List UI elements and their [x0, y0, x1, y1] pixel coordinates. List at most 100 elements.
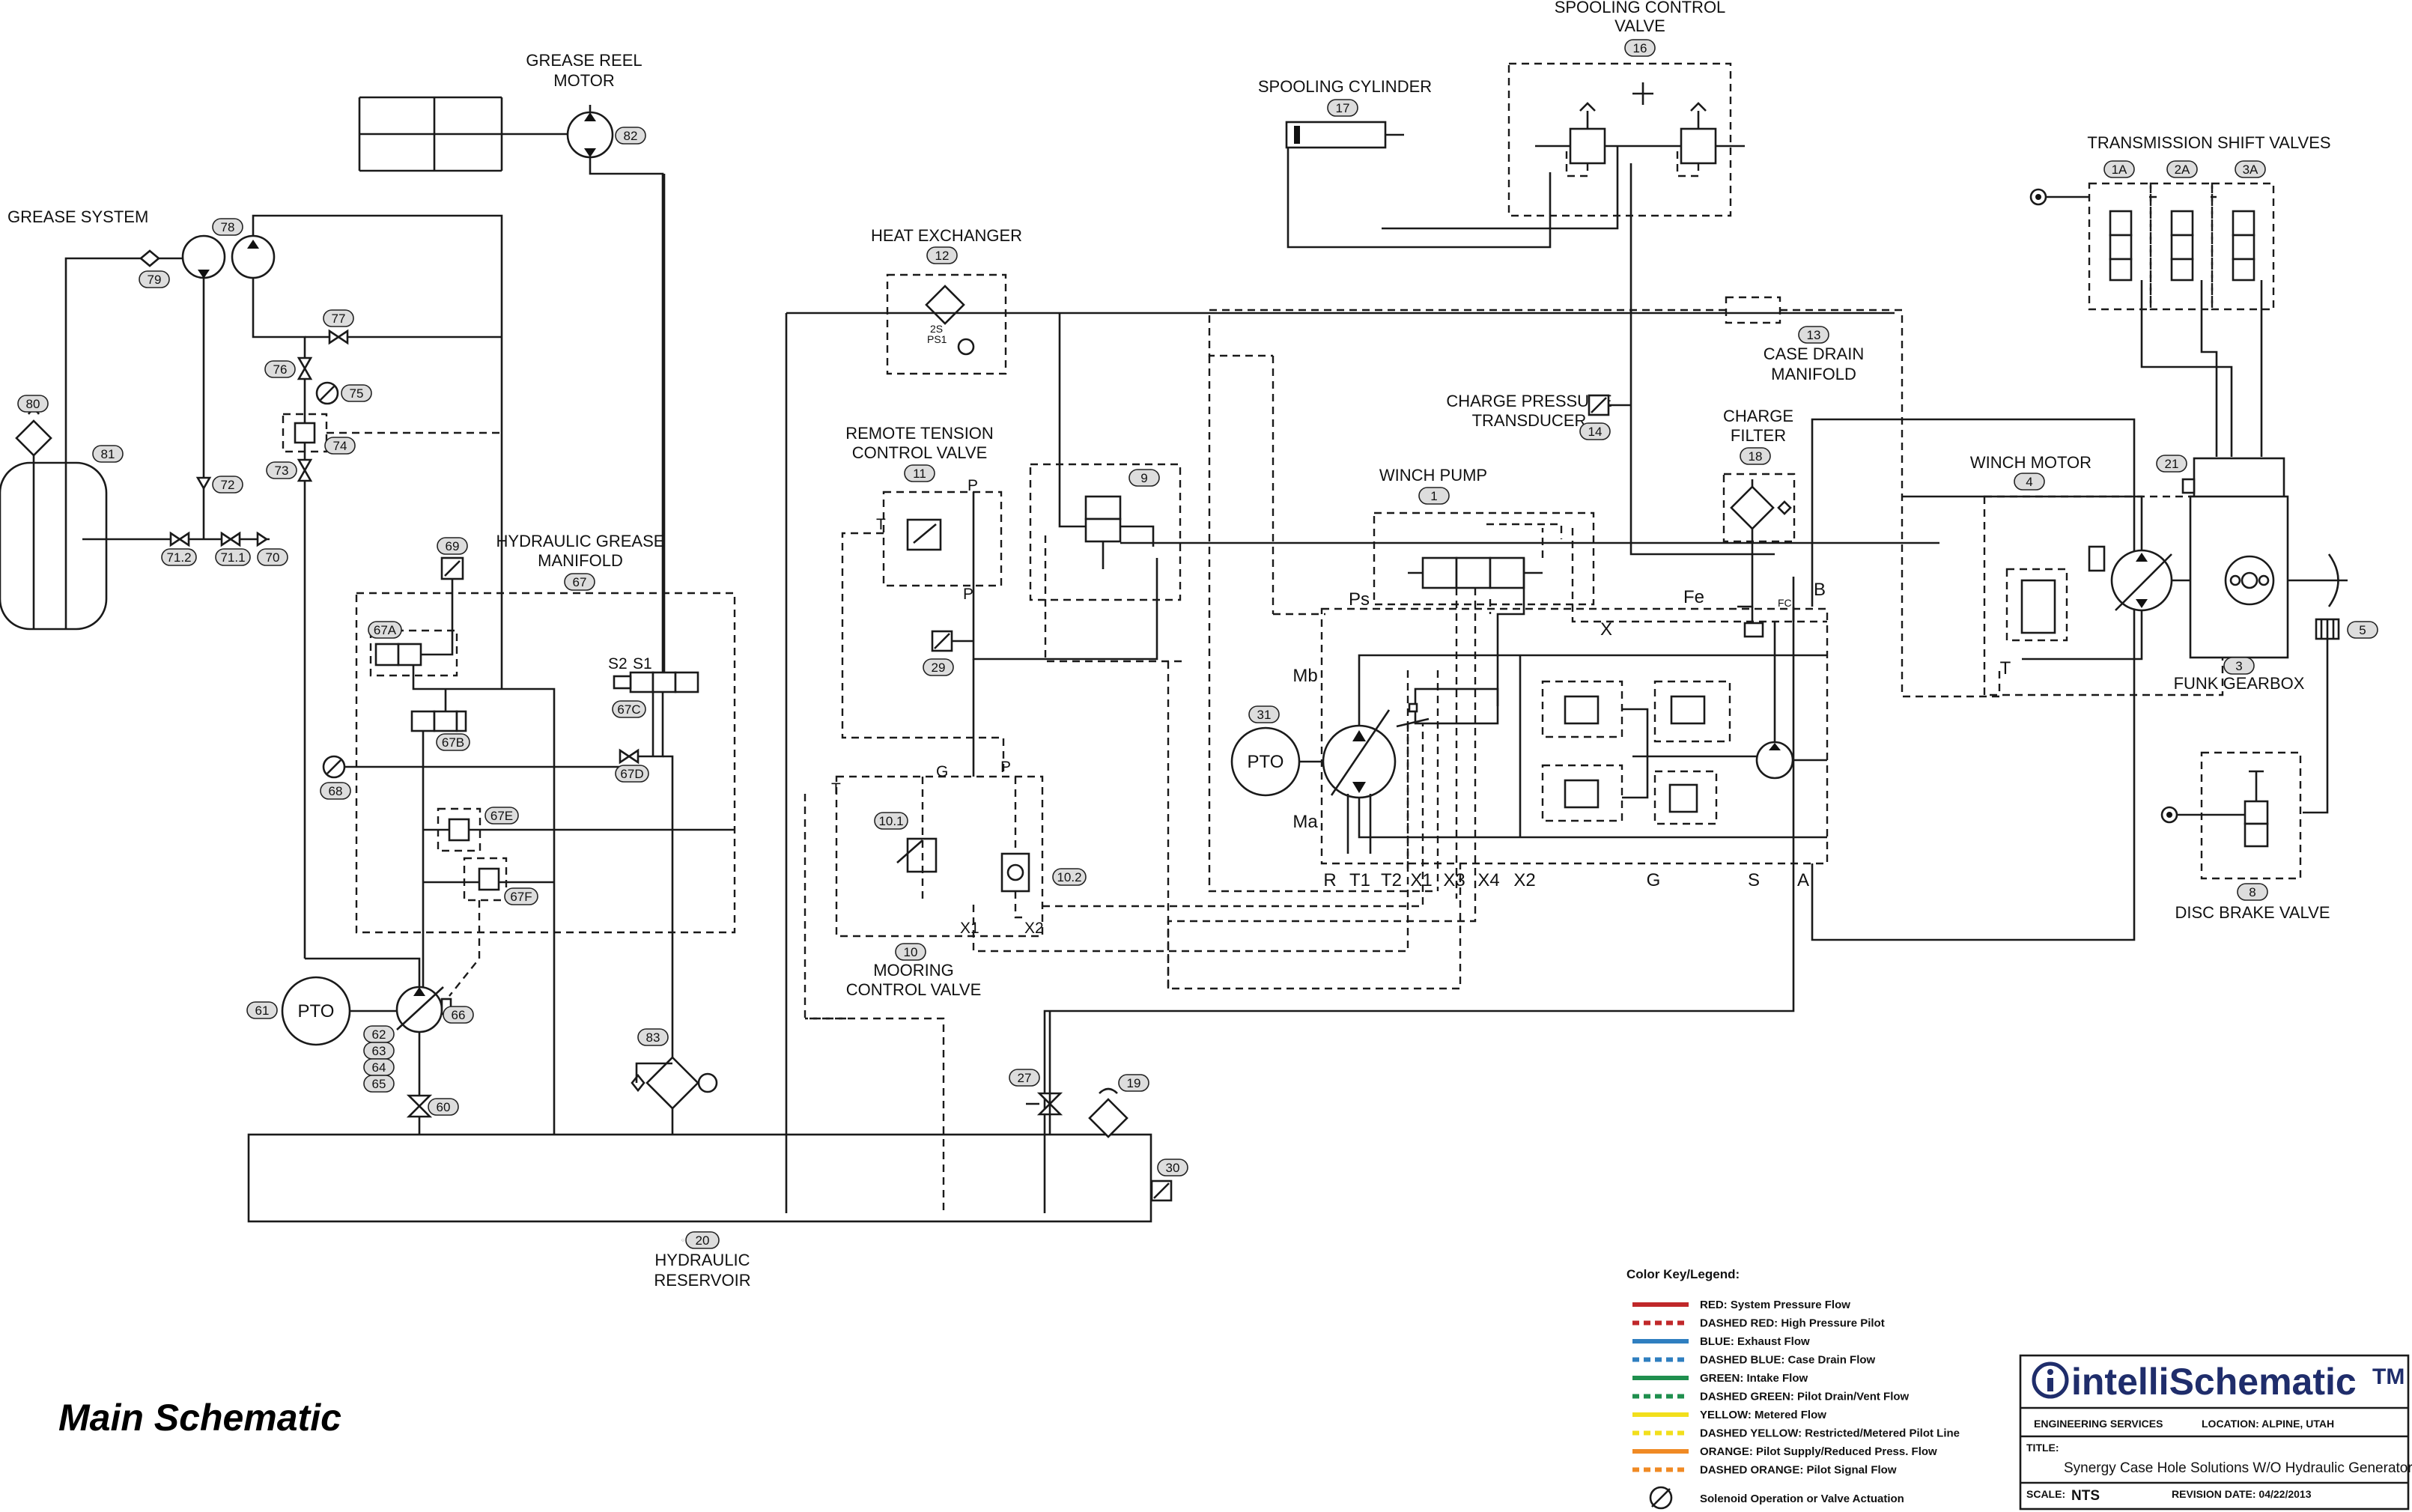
tag-73: 73 [266, 461, 297, 479]
label-case-drain-2: MANIFOLD [1771, 365, 1856, 383]
svg-text:16: 16 [1633, 41, 1647, 55]
svg-text:1A: 1A [2112, 163, 2127, 177]
svg-text:72: 72 [221, 478, 235, 492]
remote-tension-box [882, 491, 1003, 587]
legend-item: ORANGE: Pilot Supply/Reduced Press. Flow [1632, 1445, 1937, 1458]
svg-text:18: 18 [1749, 449, 1763, 464]
svg-text:10: 10 [904, 945, 918, 959]
valve-67c [613, 671, 699, 693]
port-rt-t: T [876, 516, 886, 533]
brake-supply-port [2160, 806, 2178, 824]
label-mooring-1: MOORING [873, 961, 954, 980]
tag-14: 14 [1579, 422, 1611, 440]
svg-text:PTO: PTO [298, 1001, 335, 1021]
funk-gearbox [2189, 495, 2348, 659]
tag-2a: 2A [2166, 160, 2198, 178]
svg-text:75: 75 [350, 386, 364, 401]
tb-scale-value: NTS [2071, 1488, 2100, 1504]
tag-79: 79 [139, 270, 170, 288]
tag-75: 75 [341, 384, 372, 402]
winch-pump-box [1320, 607, 1829, 865]
legend-label: DASHED RED: High Pressure Pilot [1700, 1317, 1885, 1330]
label-funk-gearbox: FUNK GEARBOX [2174, 674, 2305, 693]
tag-68: 68 [320, 782, 351, 800]
port-mb: Mb [1292, 666, 1317, 686]
port-a: A [1797, 870, 1809, 890]
tag-67: 67 [564, 573, 595, 591]
tag-74: 74 [324, 437, 356, 455]
page-title: Main Schematic [58, 1397, 341, 1439]
logo-text: intelliSchematic [2071, 1361, 2357, 1403]
grease-pump-66 [395, 986, 452, 1033]
valve-9-box [1029, 463, 1182, 601]
svg-text:67D: 67D [620, 767, 643, 781]
relief-valve-block-2 [1541, 764, 1623, 822]
svg-text:65: 65 [372, 1077, 386, 1091]
port-mc-p: P [1000, 759, 1011, 776]
tag-70: 70 [257, 548, 288, 566]
svg-text:67F: 67F [510, 890, 532, 904]
label-hgm-2: MANIFOLD [538, 551, 623, 570]
winch-motor [2005, 545, 2173, 642]
svg-text:79: 79 [148, 273, 162, 287]
svg-text:71.1: 71.1 [220, 550, 245, 565]
svg-text:67E: 67E [490, 809, 513, 823]
tag-66: 66 [443, 1006, 474, 1024]
port-t-motor: T [2000, 658, 2011, 678]
mooring-valve-box [835, 775, 1044, 938]
tag-71-2: 71.2 [161, 548, 197, 566]
legend-label: YELLOW: Metered Flow [1700, 1409, 1826, 1421]
label-grease-system: GREASE SYSTEM [7, 207, 148, 226]
valve-67b [410, 710, 467, 732]
pressure-switch-29 [931, 630, 953, 652]
pto-grease: PTO [281, 976, 351, 1046]
valve-67a [369, 629, 458, 677]
gauge-68 [322, 755, 346, 779]
tag-81: 81 [92, 445, 124, 463]
svg-text:77: 77 [332, 312, 346, 326]
port-r: R [1323, 870, 1336, 890]
hydraulic-reservoir [247, 1133, 1152, 1242]
tag-67c: 67C [612, 700, 646, 718]
tag-63: 63 [363, 1042, 395, 1060]
breather-19 [1088, 1087, 1128, 1138]
svg-text:12: 12 [935, 249, 950, 263]
tag-31: 31 [1248, 705, 1280, 723]
label-reservoir-1: HYDRAULIC [654, 1251, 750, 1269]
gauge-75 [315, 381, 339, 405]
svg-text:31: 31 [1257, 708, 1272, 722]
case-drain-manifold [1725, 296, 1781, 324]
legend-label: BLUE: Exhaust Flow [1700, 1335, 1810, 1348]
port-fc: FC [1778, 597, 1792, 609]
tag-67e: 67E [484, 807, 519, 825]
svg-text:63: 63 [372, 1044, 386, 1058]
tb-title-value: Synergy Case Hole Solutions W/O Hydrauli… [2064, 1460, 2412, 1476]
label-spooling-valve-1: SPOOLING CONTROL [1555, 0, 1726, 16]
check-valve-72 [195, 476, 212, 491]
brake-5 [2315, 618, 2340, 640]
port-s: S [1748, 870, 1760, 890]
svg-text:14: 14 [1588, 425, 1603, 439]
label-rtv-2: CONTROL VALVE [852, 443, 988, 462]
label-cpt-2: TRANSDUCER [1472, 411, 1587, 430]
svg-text:4: 4 [2026, 475, 2032, 489]
needle-valve-71-2 [169, 531, 190, 547]
svg-text:30: 30 [1166, 1161, 1180, 1175]
tag-3: 3 [2223, 657, 2255, 675]
svg-text:66: 66 [452, 1008, 466, 1022]
tag-76: 76 [264, 360, 296, 378]
winch-pump-control-valve [1408, 556, 1543, 589]
heat-exchanger-box [886, 273, 1007, 375]
grease-reel-motor [566, 111, 614, 159]
label-cpt-1: CHARGE PRESSURE [1446, 392, 1611, 410]
svg-text:20: 20 [696, 1233, 710, 1248]
heat-exchanger [925, 285, 975, 356]
logo-icon [2032, 1361, 2069, 1399]
tag-19: 19 [1118, 1074, 1149, 1092]
svg-text:29: 29 [932, 661, 946, 675]
svg-text:68: 68 [329, 784, 343, 798]
svg-text:82: 82 [624, 129, 638, 143]
tb-location: LOCATION: ALPINE, UTAH [2202, 1418, 2334, 1430]
charge-restrictor [1743, 622, 1764, 638]
svg-text:3: 3 [2235, 659, 2242, 673]
